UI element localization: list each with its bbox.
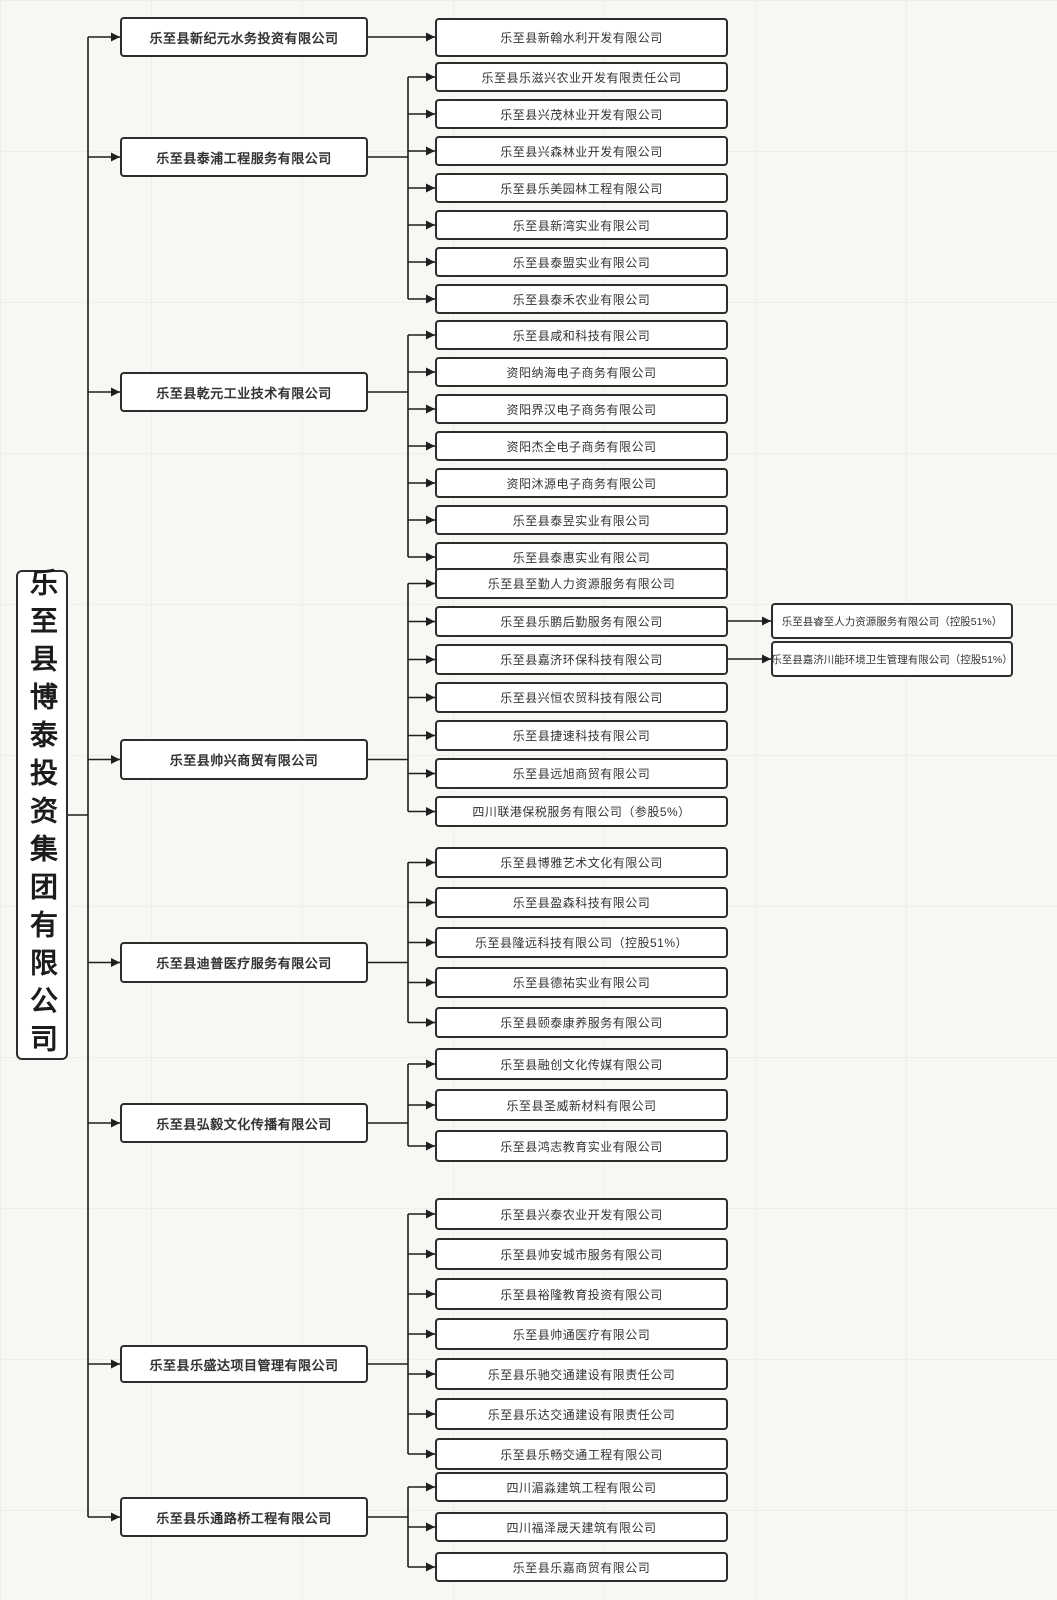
child-company-node: 乐至县捷速科技有限公司 [435, 720, 728, 751]
parent-company-node: 乐至县泰浦工程服务有限公司 [120, 137, 368, 177]
parent-company-node: 乐至县新纪元水务投资有限公司 [120, 17, 368, 57]
child-company-node: 乐至县远旭商贸有限公司 [435, 758, 728, 789]
child-company-node: 资阳杰全电子商务有限公司 [435, 431, 728, 461]
root-company-node: 乐至县博泰投资集团有限公司 [16, 568, 68, 1062]
child-company-node: 乐至县盈森科技有限公司 [435, 887, 728, 918]
child-company-node: 乐至县颐泰康养服务有限公司 [435, 1007, 728, 1038]
parent-company-node: 乐至县弘毅文化传播有限公司 [120, 1103, 368, 1143]
child-company-node: 乐至县圣威新材料有限公司 [435, 1089, 728, 1121]
child-company-node: 乐至县乐畅交通工程有限公司 [435, 1438, 728, 1470]
child-company-node: 乐至县嘉济环保科技有限公司 [435, 644, 728, 675]
child-company-node: 乐至县泰昱实业有限公司 [435, 505, 728, 535]
parent-company-node: 乐至县乐盛达项目管理有限公司 [120, 1345, 368, 1383]
child-company-node: 资阳界汉电子商务有限公司 [435, 394, 728, 424]
child-company-node: 乐至县泰禾农业有限公司 [435, 284, 728, 314]
child-company-node: 乐至县帅通医疗有限公司 [435, 1318, 728, 1350]
child-company-node: 乐至县乐驰交通建设有限责任公司 [435, 1358, 728, 1390]
child-company-node: 乐至县咸和科技有限公司 [435, 320, 728, 350]
child-company-node: 乐至县德祐实业有限公司 [435, 967, 728, 998]
child-company-node: 资阳纳海电子商务有限公司 [435, 357, 728, 387]
child-company-node: 乐至县裕隆教育投资有限公司 [435, 1278, 728, 1310]
child-company-node: 乐至县兴恒农贸科技有限公司 [435, 682, 728, 713]
grandchild-company-node: 乐至县睿至人力资源服务有限公司（控股51%） [771, 603, 1013, 639]
child-company-node: 乐至县兴森林业开发有限公司 [435, 136, 728, 166]
child-company-node: 四川福泽晟天建筑有限公司 [435, 1512, 728, 1542]
child-company-node: 乐至县乐美园林工程有限公司 [435, 173, 728, 203]
child-company-node: 乐至县乐嘉商贸有限公司 [435, 1552, 728, 1582]
child-company-node: 乐至县兴茂林业开发有限公司 [435, 99, 728, 129]
child-company-node: 乐至县隆远科技有限公司（控股51%） [435, 927, 728, 958]
child-company-node: 乐至县新翰水利开发有限公司 [435, 18, 728, 57]
child-company-node: 乐至县帅安城市服务有限公司 [435, 1238, 728, 1270]
child-company-node: 四川联港保税服务有限公司（参股5%） [435, 796, 728, 827]
child-company-node: 乐至县乐达交通建设有限责任公司 [435, 1398, 728, 1430]
child-company-node: 乐至县鸿志教育实业有限公司 [435, 1130, 728, 1162]
child-company-node: 乐至县乐滋兴农业开发有限责任公司 [435, 62, 728, 92]
parent-company-node: 乐至县迪普医疗服务有限公司 [120, 942, 368, 983]
child-company-node: 乐至县至勤人力资源服务有限公司 [435, 568, 728, 599]
child-company-node: 乐至县乐鹏后勤服务有限公司 [435, 606, 728, 637]
child-company-node: 乐至县泰惠实业有限公司 [435, 542, 728, 572]
child-company-node: 四川湄淼建筑工程有限公司 [435, 1472, 728, 1502]
child-company-node: 资阳沐源电子商务有限公司 [435, 468, 728, 498]
parent-company-node: 乐至县乐通路桥工程有限公司 [120, 1497, 368, 1537]
child-company-node: 乐至县泰盟实业有限公司 [435, 247, 728, 277]
child-company-node: 乐至县新湾实业有限公司 [435, 210, 728, 240]
parent-company-node: 乐至县帅兴商贸有限公司 [120, 739, 368, 780]
child-company-node: 乐至县博雅艺术文化有限公司 [435, 847, 728, 878]
child-company-node: 乐至县兴泰农业开发有限公司 [435, 1198, 728, 1230]
grandchild-company-node: 乐至县嘉济川能环境卫生管理有限公司（控股51%） [771, 641, 1013, 677]
parent-company-node: 乐至县乾元工业技术有限公司 [120, 372, 368, 412]
child-company-node: 乐至县融创文化传媒有限公司 [435, 1048, 728, 1080]
